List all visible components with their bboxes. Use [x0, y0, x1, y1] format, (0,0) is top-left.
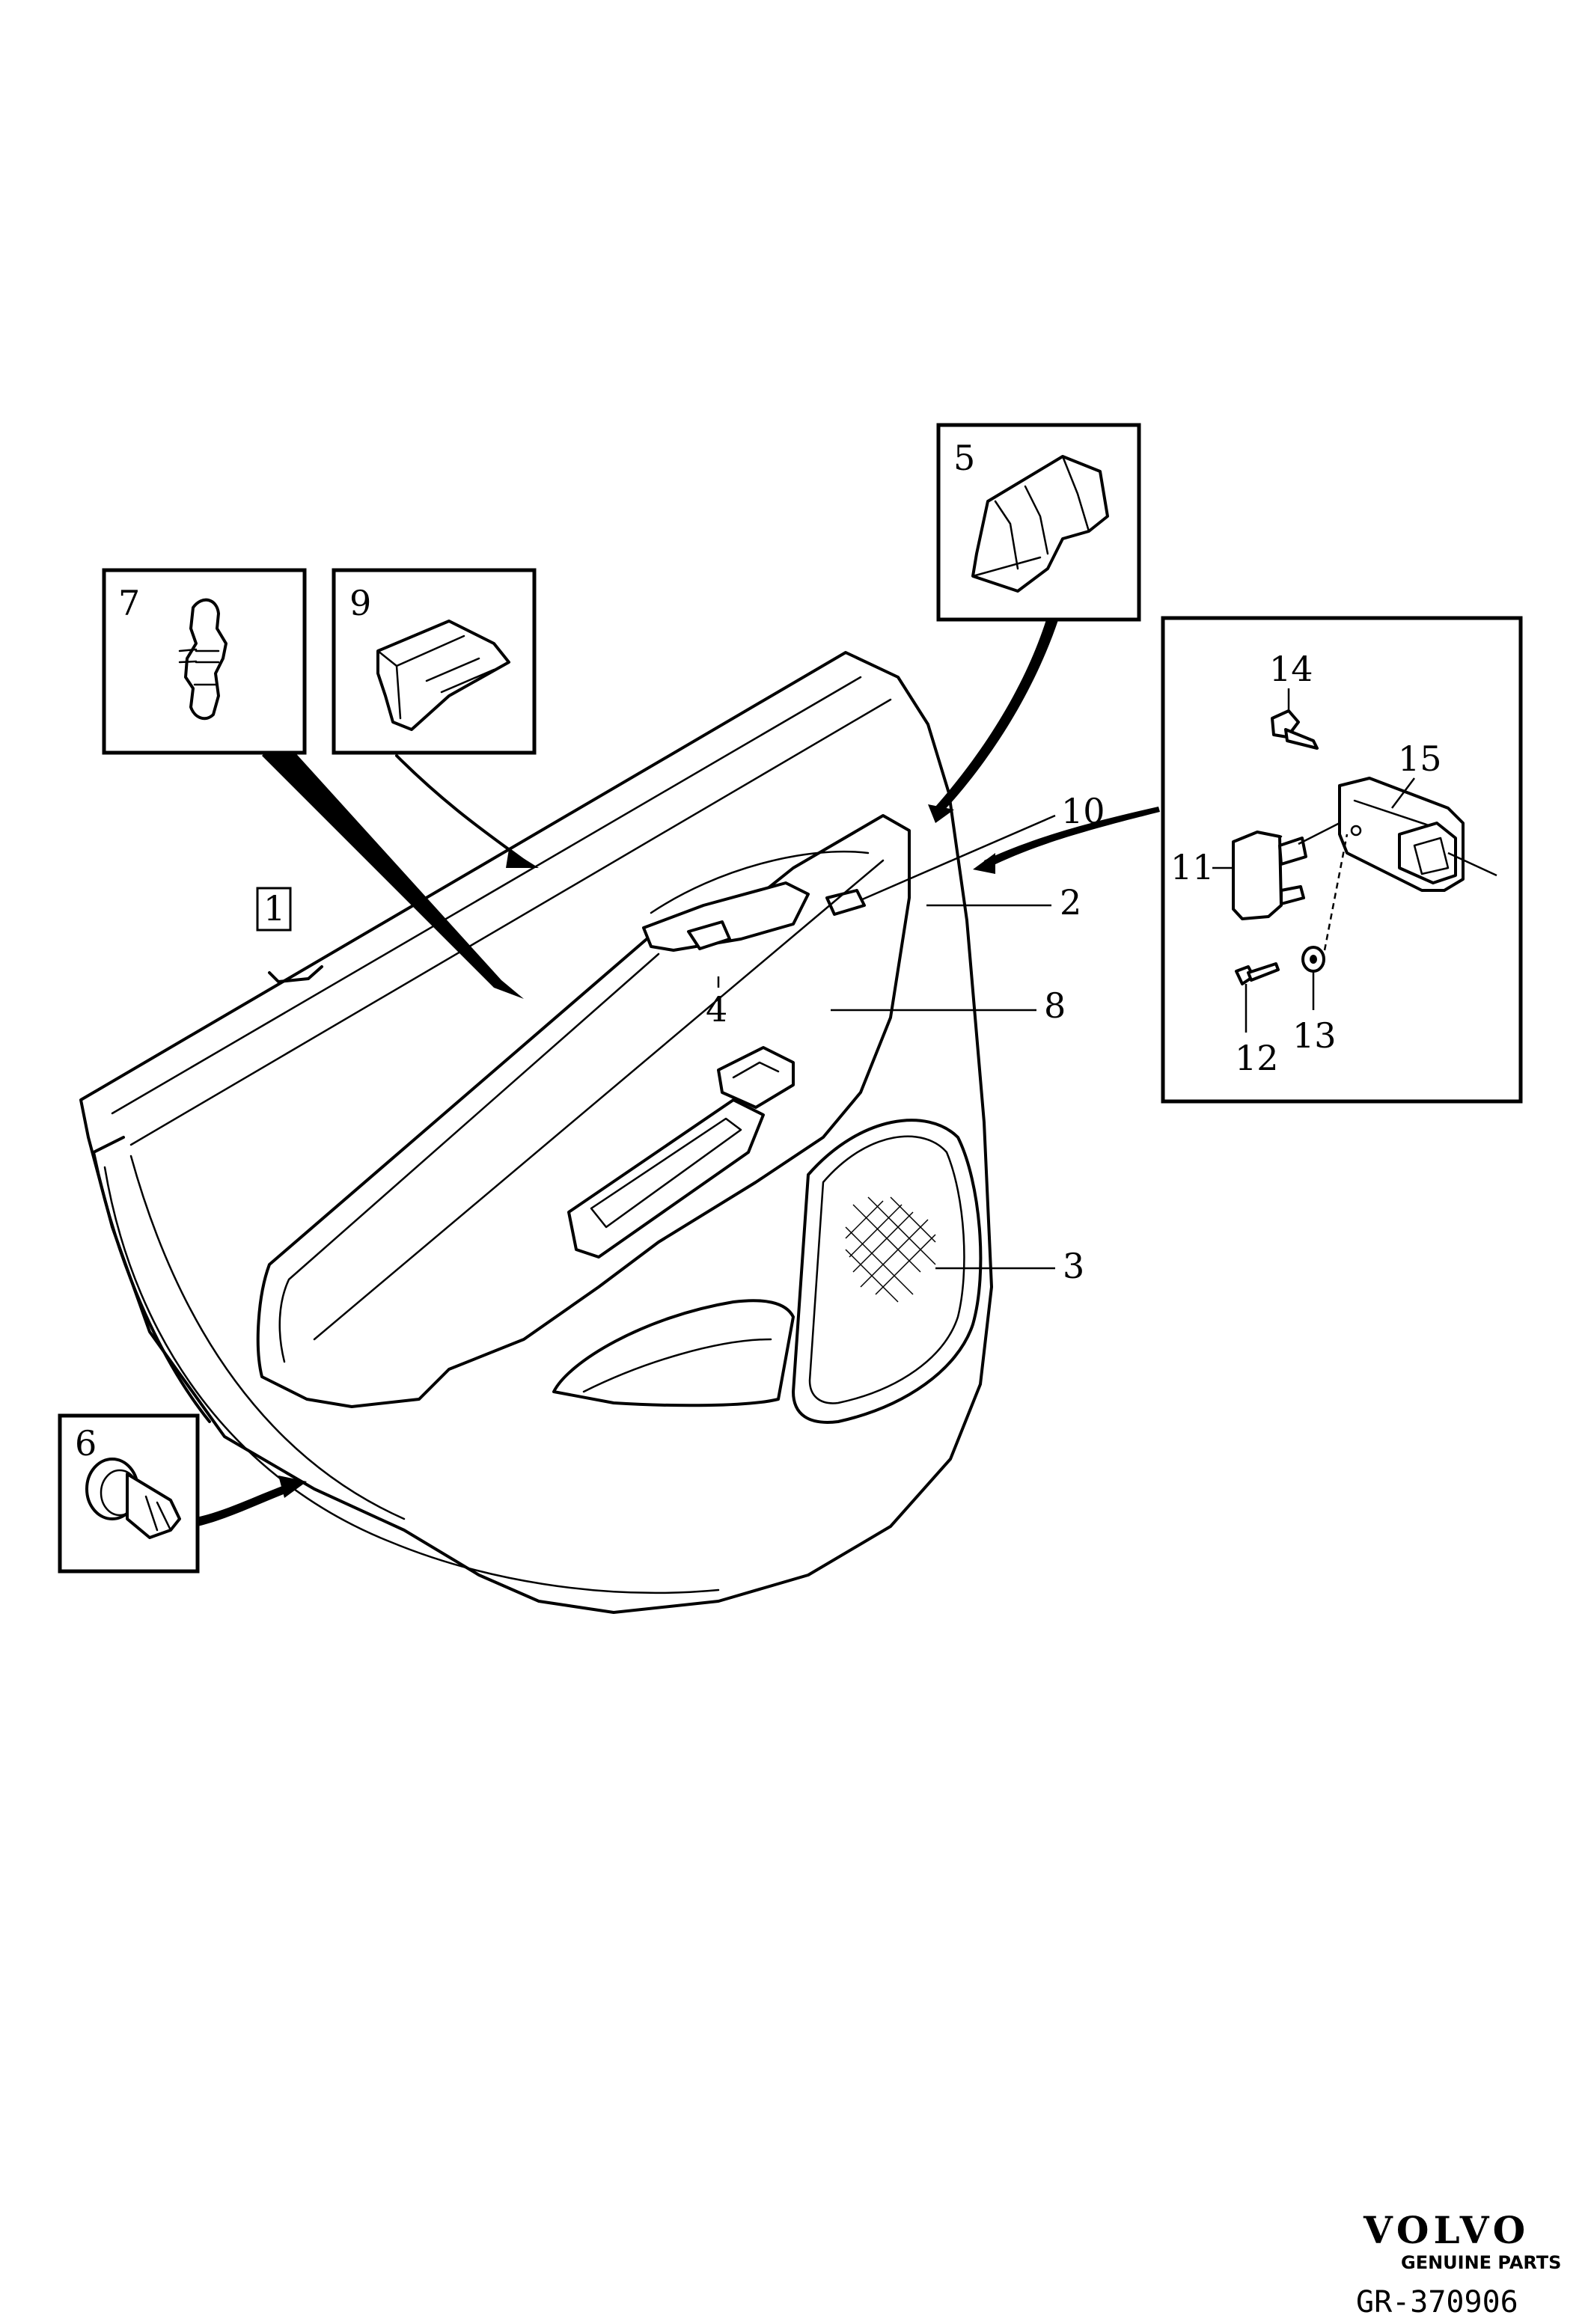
detail-box-7: 7 [102, 568, 307, 755]
callout-8-label: 8 [1044, 985, 1066, 1026]
callout-6-label: 6 [75, 1423, 97, 1464]
handle-bezel-15 [1338, 777, 1497, 892]
footer: VOLVO GENUINE PARTS GR-370906 [1356, 2208, 1561, 2320]
callout-1: 1 [256, 887, 292, 932]
brand-logo: VOLVO [1363, 2208, 1530, 2252]
callout-9-label: 9 [349, 583, 371, 623]
detail-box-handle: 14 15 11 12 13 [1161, 616, 1523, 1104]
callout-11-label: 11 [1170, 847, 1215, 887]
washer-13 [1301, 946, 1325, 1010]
callout-3-label: 3 [1063, 1246, 1084, 1286]
diagram-reference: GR-370906 [1356, 2285, 1518, 2320]
screw-12 [1235, 962, 1280, 1033]
callout-7-label: 7 [118, 583, 140, 623]
callout-5-label: 5 [953, 438, 975, 478]
door-trim-panel [79, 651, 993, 1614]
callout-10-label: 10 [1061, 791, 1105, 831]
callout-1-label: 1 [263, 888, 285, 929]
brand-subtitle: GENUINE PARTS [1401, 2252, 1561, 2273]
callout-15-label: 15 [1398, 739, 1442, 779]
clip-part-7 [178, 598, 227, 721]
callout-14-label: 14 [1269, 649, 1313, 689]
callout-4-label: 4 [706, 989, 727, 1030]
callout-2-label: 2 [1060, 882, 1081, 923]
screw-14 [1271, 688, 1319, 750]
detail-box-5: 5 [936, 423, 1141, 622]
callout-lines [717, 814, 1056, 1270]
clip-part-5 [971, 455, 1109, 593]
clip-part-9 [376, 620, 510, 731]
leader-arrows [196, 615, 1160, 1526]
cover-cap-11 [1212, 822, 1340, 920]
clip-part-6 [85, 1458, 181, 1539]
callout-13-label: 13 [1292, 1015, 1337, 1056]
detail-box-9: 9 [332, 568, 537, 755]
callout-12-label: 12 [1235, 1038, 1279, 1078]
detail-box-6: 6 [58, 1413, 200, 1574]
